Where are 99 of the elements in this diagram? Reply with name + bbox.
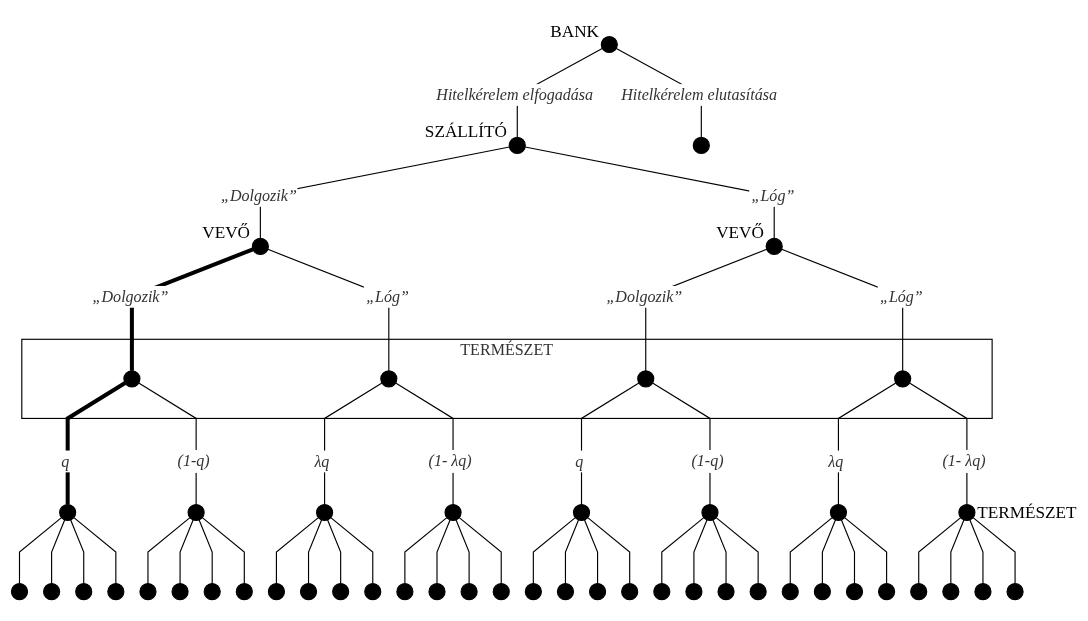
branch-line <box>564 519 580 585</box>
information-set-box: TERMÉSZET <box>21 338 993 419</box>
decision-node-dot <box>380 370 398 388</box>
decision-node-dot <box>942 583 960 601</box>
branch-line <box>715 517 759 585</box>
edge-label: Hitelkérelem elutasítása <box>618 84 780 106</box>
branch-line <box>307 519 323 585</box>
decision-node-dot <box>444 503 462 522</box>
decision-node-dot <box>428 583 446 601</box>
decision-node-dot <box>749 583 767 601</box>
edge-label: „Lóg” <box>363 285 409 308</box>
edge-label: q <box>59 450 72 473</box>
edge-label: „Dolgozik” <box>90 285 169 308</box>
decision-node-dot <box>508 136 526 155</box>
branch-line <box>324 382 383 506</box>
decision-node-dot <box>894 370 912 388</box>
decision-node-dot <box>316 503 334 522</box>
decision-node-dot <box>75 583 93 601</box>
decision-node-dot <box>781 583 799 601</box>
decision-node-dot <box>621 583 639 601</box>
edge-label: Hitelkérelem elfogadása <box>434 84 596 106</box>
decision-node-dot <box>958 503 976 522</box>
decision-node-dot <box>974 583 992 601</box>
branch-line <box>327 519 342 585</box>
branch-line <box>950 519 965 585</box>
decision-node-dot <box>588 583 607 601</box>
decision-node-dot <box>107 583 125 601</box>
decision-node-dot <box>572 503 591 522</box>
decision-node-dot <box>43 583 61 601</box>
branch-line <box>712 519 727 585</box>
branch-line <box>436 519 451 585</box>
branch-line <box>918 517 962 585</box>
decision-node-dot <box>765 237 783 255</box>
decision-node-dot <box>637 370 655 388</box>
decision-node-dot <box>332 583 350 601</box>
branch-line <box>455 519 470 585</box>
decision-node-dot <box>396 583 414 601</box>
decision-node-dot <box>878 583 896 601</box>
decision-node-dot <box>299 583 318 601</box>
player-label: VEVŐ <box>202 223 251 243</box>
branch-line <box>179 519 194 585</box>
edge-label: „Dolgozik” <box>604 285 683 308</box>
decision-node-dot <box>123 370 141 388</box>
decision-node-dot <box>235 583 253 601</box>
branch-line <box>201 517 245 585</box>
branch-line <box>70 519 85 585</box>
decision-node-dot <box>556 583 575 601</box>
branch-line <box>580 382 640 506</box>
branch-line <box>837 382 897 506</box>
branch-line <box>583 519 599 585</box>
decision-node-dot <box>600 35 618 54</box>
player-label: BANK <box>550 21 599 41</box>
player-label: TERMÉSZET <box>977 503 1077 523</box>
branch-line <box>587 517 631 585</box>
decision-node-dot <box>829 503 848 522</box>
decision-node-dot <box>685 583 703 601</box>
branch-line <box>532 517 576 585</box>
branch-line <box>275 517 319 585</box>
decision-node-dot <box>139 583 157 601</box>
decision-node-dot <box>492 583 510 601</box>
branch-line <box>969 519 984 585</box>
branch-line <box>198 519 213 585</box>
branch-line <box>51 519 66 585</box>
edge-label: „Lóg” <box>877 285 923 308</box>
branch-line <box>821 519 836 585</box>
branch-line <box>693 519 708 585</box>
branch-line <box>147 517 191 585</box>
decision-node-dot <box>1006 583 1024 601</box>
decision-node-dot <box>701 503 719 522</box>
edge-label: q <box>572 450 586 473</box>
branch-line <box>404 517 448 585</box>
decision-node-dot <box>203 583 221 601</box>
decision-node-dot <box>187 503 205 522</box>
player-label: VEVŐ <box>716 223 764 243</box>
decision-node-dot <box>364 583 382 601</box>
decision-node-dot <box>59 503 77 522</box>
branch-line <box>458 517 502 585</box>
branch-line <box>844 517 888 585</box>
player-label: SZÁLLÍTÓ <box>424 122 507 142</box>
decision-node-dot <box>267 583 286 601</box>
decision-node-dot <box>813 583 831 601</box>
branch-line <box>789 517 833 585</box>
branch-line <box>661 517 705 585</box>
decision-node-dot <box>692 136 710 155</box>
branch-line <box>330 517 374 585</box>
branch-line <box>65 381 127 505</box>
decision-node-dot <box>251 237 269 255</box>
branch-line <box>972 517 1016 585</box>
decision-node-dot <box>171 583 189 601</box>
decision-node-dot <box>910 583 928 601</box>
decision-node-dot <box>653 583 671 601</box>
decision-node-dot <box>524 583 542 601</box>
decision-node-dot <box>845 583 864 601</box>
branch-line <box>840 519 856 585</box>
branch-line <box>18 517 63 585</box>
decision-node-dot <box>717 583 735 601</box>
decision-node-dot <box>10 583 29 601</box>
branch-line <box>73 517 117 585</box>
decision-node-dot <box>460 583 478 601</box>
